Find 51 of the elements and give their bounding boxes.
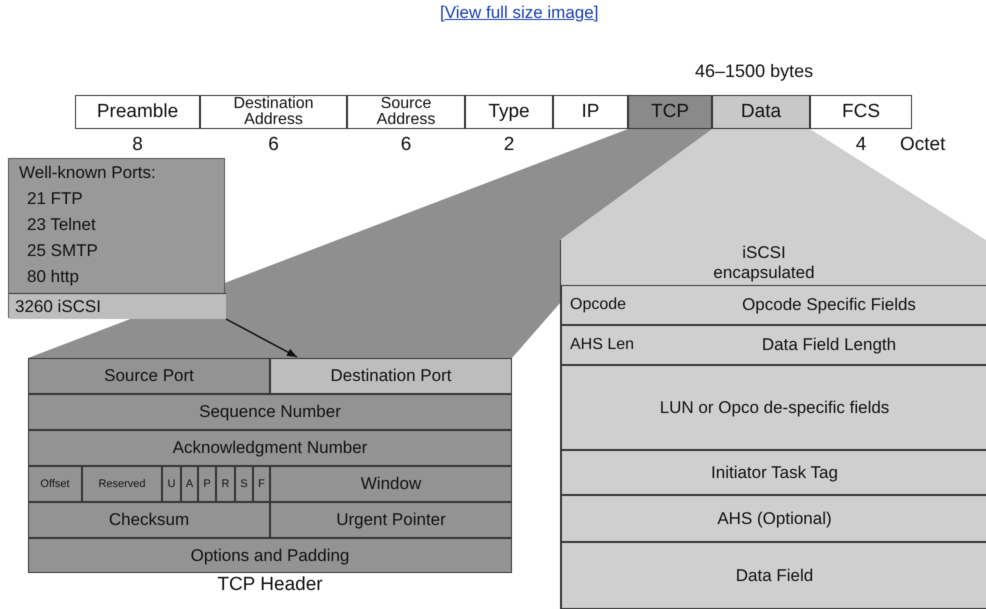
size-label: 2 [502,134,516,156]
arrow [226,318,298,358]
port-entry: 80 http [27,267,79,287]
header-field: 3260 iSCSI [9,293,226,319]
unit-label: Octet [900,134,946,156]
header-field: Initiator Task Tag [561,450,986,495]
length-label: 46–1500 bytes [695,61,814,82]
header-field: Reserved [82,466,162,502]
header-field: Offset [28,466,82,502]
header-field: Destination Port [270,358,512,394]
header-field: A [181,466,198,502]
frame-field: TCP [628,95,712,129]
header-field: Urgent Pointer [270,502,512,538]
header-field: Window [270,466,512,502]
header-field: Options and Padding [28,538,512,573]
port-entry: 21 FTP [27,189,83,209]
header-field: Sequence Number [28,394,512,430]
header-field: R [216,466,235,502]
header-field: Opcode [561,285,671,325]
view-image-link: [View full size image] [440,3,598,23]
header-field: Acknowledgment Number [28,430,512,466]
frame-field: Type [465,95,553,129]
frame-field: Preamble [75,95,200,129]
header-field: F [253,466,270,502]
frame-field: Data [712,95,810,129]
frame-field: FCS [810,95,912,129]
header-field: U [162,466,181,502]
expansion-wedge [28,129,712,358]
port-list-heading: Well-known Ports: [19,163,156,183]
frame-field: Destination Address [200,95,347,129]
header-field: Checksum [28,502,270,538]
header-field: AHS (Optional) [561,495,986,542]
port-entry: 23 Telnet [27,215,96,235]
size-label: 8 [131,134,144,156]
header-field: Data Field Length [671,325,986,365]
header-field: AHS Len [561,325,671,365]
header-field: Opcode Specific Fields [671,285,986,325]
size-label: 6 [267,134,280,156]
port-entry: 25 SMTP [27,241,98,261]
header-field: Source Port [28,358,270,394]
header-field: S [235,466,253,502]
expansion-wedge [560,129,986,240]
header-field: P [198,466,216,502]
header-field: Data Field [561,542,986,609]
panel-heading: iSCSI encapsulated [712,243,816,282]
frame-field: Source Address [347,95,465,129]
frame-field: IP [553,95,628,129]
port-list-panel [8,158,225,318]
diagram-caption: TCP Header [216,574,324,596]
header-field: LUN or Opco de-specific fields [561,365,986,450]
size-label: 6 [400,134,412,156]
